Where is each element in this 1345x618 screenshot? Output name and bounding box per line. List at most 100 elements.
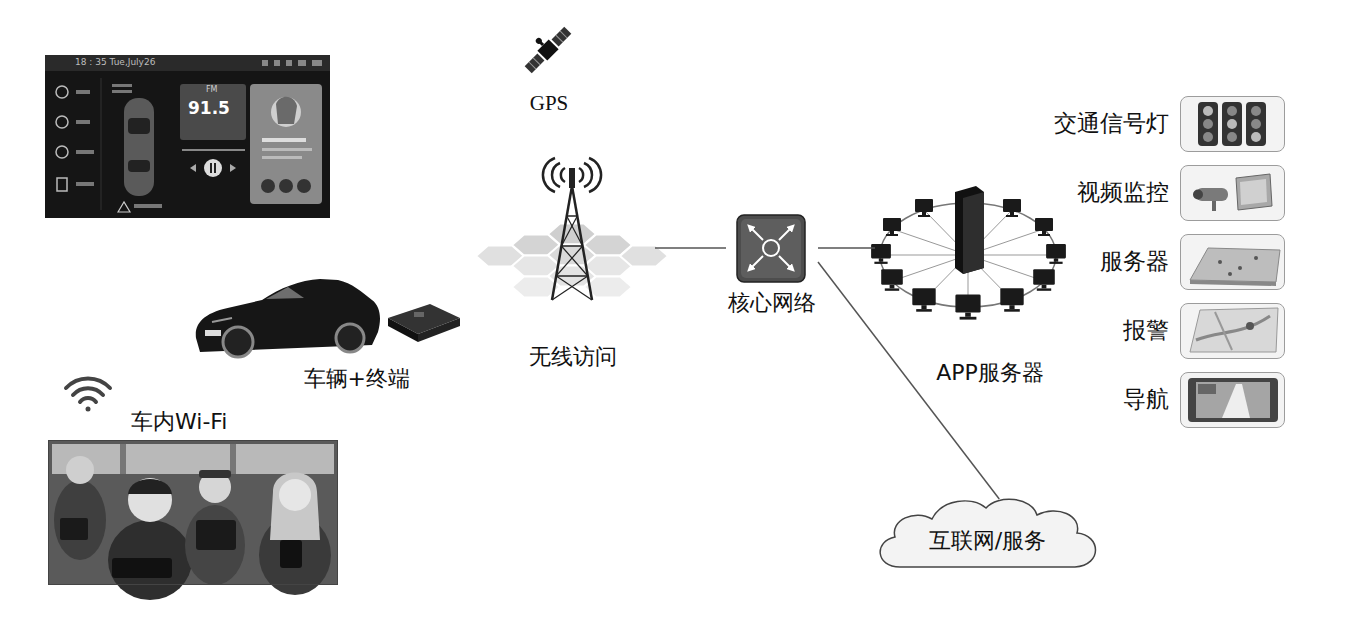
server-platform-icon [1218,260,1222,264]
dashboard-screen [45,55,330,218]
in-car-photo [52,444,334,474]
server-platform-icon [1190,280,1276,286]
gps-satellite-icon [552,27,572,47]
screen-text: 91.5 [188,100,230,117]
navigation-device-icon [1198,384,1216,394]
dashboard-screen [274,60,280,66]
traffic-light-box: 交通信号灯 [1180,96,1285,152]
radio-tower [567,215,578,217]
in-car-photo [108,520,192,600]
vehicle-terminal-device [418,318,460,342]
dashboard-screen [112,84,132,87]
navigation-device-icon [1196,382,1270,418]
app-server-cluster [1000,288,1023,311]
node-label: 导航 [1123,386,1169,414]
traffic-light-icon [1246,102,1266,146]
screen-text: FM [206,86,218,94]
dashboard-screen [297,179,311,193]
dashboard-screen [214,163,216,173]
car-illustration [223,327,253,357]
gps-satellite-icon [525,54,545,74]
dashboard-screen [180,84,246,140]
in-car-photo [54,480,106,560]
traffic-light-icon [1251,119,1261,129]
core-network-switch: 核心网络 [726,212,818,316]
radio-tower [561,246,587,276]
network-link [818,247,875,249]
server-platform-icon [1190,248,1280,286]
radio-tower [572,186,592,300]
in-car-photo [185,505,245,585]
vehicle-terminal-device [388,304,460,342]
screen-text: 18 : 35 Tue,July26 [75,58,155,67]
radio-tower [556,276,592,300]
wifi-symbol [80,398,96,402]
car-illustration [212,318,232,322]
traffic-light-icon [1203,106,1213,116]
in-car-photo [196,520,236,550]
node-label: 车内Wi-Fi [131,409,228,435]
app-server-cluster [912,288,935,311]
car-illustration [336,324,364,352]
app-server-cluster [880,255,968,256]
in-car-photo [48,440,338,600]
dashboard-screen [261,179,275,193]
dashboard-screen [298,60,306,66]
node-label: 车辆+终端 [304,366,410,392]
core-switch-icon [779,227,792,240]
dashboard-screen [286,60,292,66]
alarm-box: 报警 [1180,303,1285,359]
in-car-wifi-photo: 车内Wi-Fi [48,440,338,585]
dashboard-screen [262,148,312,151]
wifi-symbol [73,388,103,395]
in-car-photo [48,440,338,585]
server-box: 服务器 [1180,234,1285,290]
dashboard-screen [56,86,68,98]
server-platform-icon [1190,248,1280,282]
in-car-photo [230,444,236,474]
radio-tower [552,186,572,300]
dashboard-screen [76,120,90,124]
wifi-symbol [66,378,110,411]
service-box-fills [1181,235,1284,289]
video-monitor-box: 视频监控 [1180,165,1285,221]
service-box-fills [1181,166,1284,220]
radio-tower [589,158,601,192]
node-label: 报警 [1123,317,1169,345]
radio-tower [561,245,582,247]
radio-tower [552,163,560,187]
app-server-cluster [881,269,903,291]
dashboard-screen [57,178,67,191]
radio-tower [556,275,588,277]
app-server-cluster [1003,199,1021,217]
app-server-cluster [1033,269,1055,291]
in-car-photo [280,540,302,568]
gps-satellite-icon [535,37,543,45]
dashboard-screen [262,156,302,159]
dashboard-screen [190,164,196,172]
radio-tower [561,216,577,246]
radio-tower [556,246,582,276]
node-label: APP服务器 [936,360,1044,386]
service-box-fills [1181,304,1284,358]
radio-tower [552,276,588,300]
node-label: 核心网络 [728,290,816,316]
traffic-light-icon [1227,119,1237,129]
radio-tower [561,168,565,182]
dashboard-screen [76,150,94,154]
dashboard-screen [128,118,150,134]
radio-tower [584,163,592,187]
gps-satellite-icon [560,31,567,38]
node-label: 视频监控 [1077,179,1169,207]
car-illustration [196,279,380,357]
in-car-photo [199,471,231,503]
dashboard-screen [279,179,293,193]
core-switch-icon [779,256,792,269]
core-switch-icon [737,215,805,282]
app-server-cluster [871,244,891,264]
video-camera-icon [1193,190,1203,200]
in-car-photo [120,444,126,474]
core-switch-icon [737,215,805,282]
